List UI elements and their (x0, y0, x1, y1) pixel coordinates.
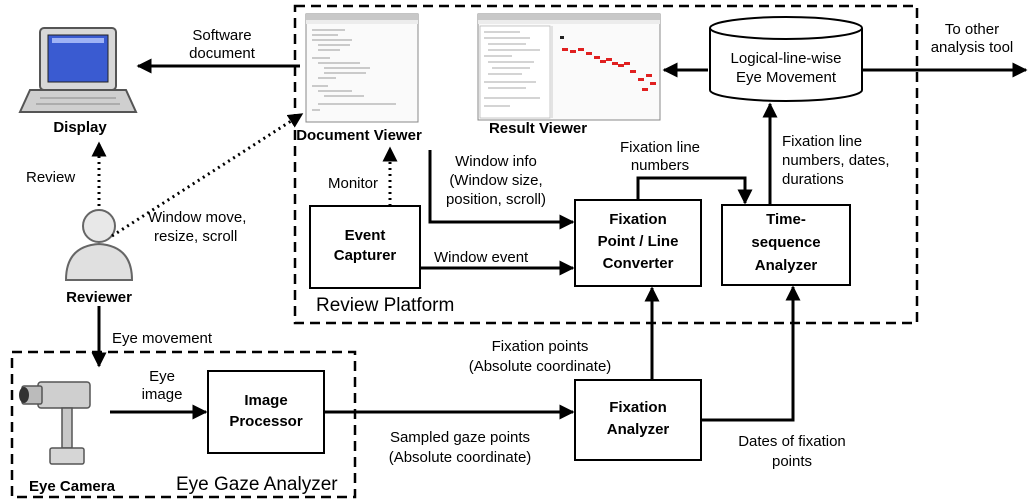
eye-camera-label: Eye Camera (29, 478, 116, 495)
event-capturer-box (309, 205, 421, 289)
database-label-line2: Eye Movement (736, 69, 837, 86)
arrow-window-move (111, 112, 304, 238)
label-eye-image-line2: image (142, 386, 183, 403)
eye-gaze-analyzer-region (10, 350, 357, 499)
arrow-converter-to-time-seq (636, 176, 753, 205)
fixation-converter-label-line3: Converter (603, 255, 674, 272)
time-sequence-label-line1: Time- (766, 211, 806, 228)
arrow-dates-of-fixation (701, 285, 801, 422)
label-sampled-gaze-line1: Sampled gaze points (390, 429, 530, 446)
label-software-document-line1: Software (192, 27, 251, 44)
label-window-event: Window event (434, 249, 529, 266)
label-to-other-tool-line1: To other (945, 21, 999, 38)
reviewer-label: Reviewer (66, 289, 132, 306)
label-window-info-line1: Window info (455, 153, 537, 170)
time-sequence-analyzer-box (721, 204, 851, 286)
label-fixation-dates-line2: numbers, dates, (782, 152, 890, 169)
label-to-other-tool-line2: analysis tool (931, 39, 1014, 56)
label-review: Review (26, 169, 75, 186)
event-capturer-label-line1: Event (345, 227, 386, 244)
label-fixation-line-numbers-line1: Fixation line (620, 139, 700, 156)
arrow-window-info (428, 150, 575, 230)
database-label-line1: Logical-line-wise (731, 50, 842, 67)
document-viewer-label: Document Viewer (296, 127, 422, 144)
time-sequence-label-line2: sequence (751, 234, 820, 251)
label-window-info-line2: (Window size, (449, 172, 542, 189)
label-software-document-line2: document (189, 45, 256, 62)
fixation-converter-label-line2: Point / Line (598, 233, 679, 250)
fixation-analyzer-label-line2: Analyzer (607, 421, 670, 438)
result-viewer-label: Result Viewer (489, 120, 587, 137)
reviewer-icon (64, 209, 134, 281)
image-processor-label-line2: Processor (229, 413, 303, 430)
label-dates-of-fixation-line1: Dates of fixation (738, 433, 846, 450)
display-label: Display (53, 119, 107, 136)
eye-gaze-analyzer-label: Eye Gaze Analyzer (176, 474, 338, 495)
label-sampled-gaze-line2: (Absolute coordinate) (389, 449, 532, 466)
label-eye-image-line1: Eye (149, 368, 175, 385)
label-window-move-line2: resize, scroll (154, 228, 237, 245)
time-sequence-label-line3: Analyzer (755, 257, 818, 274)
review-platform-label: Review Platform (316, 295, 454, 316)
review-platform-region (293, 4, 919, 325)
eye-camera-icon (19, 381, 91, 465)
eye-movement-database (709, 16, 863, 102)
fixation-analyzer-label-line1: Fixation (609, 399, 667, 416)
label-fixation-line-numbers-line2: numbers (631, 157, 689, 174)
document-viewer-window (305, 13, 419, 123)
image-processor-label-line1: Image (244, 392, 287, 409)
label-fixation-points-line2: (Absolute coordinate) (469, 358, 612, 375)
label-dates-of-fixation-line2: points (772, 453, 812, 470)
fixation-analyzer-box (574, 379, 702, 461)
label-fixation-dates-line1: Fixation line (782, 133, 862, 150)
event-capturer-label-line2: Capturer (334, 247, 397, 264)
label-window-move-line1: Window move, (148, 209, 246, 226)
image-processor-box (207, 370, 325, 454)
label-fixation-dates-line3: durations (782, 171, 844, 188)
label-fixation-points-line1: Fixation points (492, 338, 589, 355)
label-eye-movement: Eye movement (112, 330, 213, 347)
fixation-converter-box (574, 199, 702, 287)
label-monitor: Monitor (328, 175, 378, 192)
fixation-converter-label-line1: Fixation (609, 211, 667, 228)
label-window-info-line3: position, scroll) (446, 191, 546, 208)
result-viewer-window (477, 13, 661, 121)
display-icon (18, 27, 138, 113)
